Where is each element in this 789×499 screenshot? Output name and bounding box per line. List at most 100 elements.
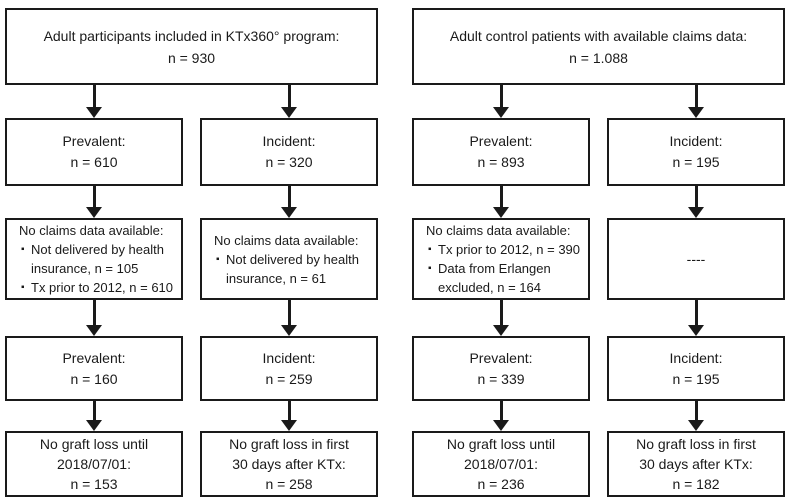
exclusion-bullet-text: Tx prior to 2012, n = 390 — [438, 242, 581, 257]
stage-label: Incident: — [262, 349, 316, 366]
exclusion-bullet: ▪ Tx prior to 2012, n = 610 — [19, 278, 177, 297]
outcome-line: No graft loss until — [39, 436, 149, 452]
arrow-down-icon — [493, 186, 509, 218]
box-control-prevalent-initial: Prevalent: n = 893 — [412, 118, 590, 186]
box-control-prevalent-outcome: No graft loss until 2018/07/01: n = 236 — [412, 431, 590, 497]
outcome-count: n = 182 — [672, 476, 720, 492]
box-control-incident-exclusion-empty: ---- — [607, 218, 785, 300]
box-ktx360-incident-outcome: No graft loss in first 30 days after KTx… — [200, 431, 378, 497]
exclusion-title: No claims data available: — [214, 232, 359, 248]
row-after-exclusion: Prevalent: n = 160 Incident: n = 259 — [5, 336, 378, 401]
box-source-control: Adult control patients with available cl… — [412, 8, 785, 85]
bullet-icon: ▪ — [21, 282, 25, 293]
source-label: Adult participants included in KTx360° p… — [43, 27, 340, 44]
arrow-down-icon — [281, 186, 297, 218]
exclusion-bullet-text: Not delivered by health insurance, n = 1… — [31, 242, 164, 276]
arrow-down-icon — [86, 300, 102, 336]
bullet-icon: ▪ — [21, 244, 25, 255]
arrow-down-icon — [493, 300, 509, 336]
arrow-down-icon — [688, 85, 704, 118]
box-ktx360-prevalent-outcome: No graft loss until 2018/07/01: n = 153 — [5, 431, 183, 497]
row-exclusion: No claims data available: ▪ Tx prior to … — [412, 218, 785, 300]
stage-label: Incident: — [669, 133, 723, 149]
arrow-row — [5, 300, 378, 336]
arrow-row — [412, 401, 785, 431]
box-ktx360-incident-after: Incident: n = 259 — [200, 336, 378, 401]
stage-count: n = 320 — [265, 154, 313, 170]
arrow-down-icon — [688, 401, 704, 431]
arrow-down-icon — [688, 186, 704, 218]
source-label: Adult control patients with available cl… — [449, 27, 748, 44]
arrow-down-icon — [281, 300, 297, 336]
bullet-icon: ▪ — [428, 263, 432, 274]
box-ktx360-incident-exclusion: No claims data available: ▪ Not delivere… — [200, 218, 378, 300]
box-control-prevalent-exclusion: No claims data available: ▪ Tx prior to … — [412, 218, 590, 300]
arrow-down-icon — [493, 85, 509, 118]
group-control: Adult control patients with available cl… — [412, 8, 785, 497]
exclusion-bullet-text: Not delivered by health insurance, n = 6… — [226, 251, 359, 286]
outcome-count: n = 258 — [265, 476, 313, 492]
stage-label: Prevalent: — [469, 133, 533, 149]
box-control-incident-outcome: No graft loss in first 30 days after KTx… — [607, 431, 785, 497]
outcome-line: No graft loss in first — [636, 436, 756, 452]
row-outcome: No graft loss until 2018/07/01: n = 153 … — [5, 431, 378, 497]
exclusion-bullet-text: Tx prior to 2012, n = 610 — [31, 280, 174, 295]
source-count: n = 1.088 — [569, 49, 628, 66]
stage-count: n = 610 — [70, 154, 118, 170]
stage-label: Incident: — [262, 133, 316, 149]
box-ktx360-prevalent-initial: Prevalent: n = 610 — [5, 118, 183, 186]
outcome-line: 2018/07/01: — [57, 456, 131, 472]
box-ktx360-prevalent-exclusion: No claims data available: ▪ Not delivere… — [5, 218, 183, 300]
outcome-count: n = 153 — [70, 476, 118, 492]
stage-count: n = 195 — [672, 154, 720, 170]
stage-count: n = 195 — [672, 370, 720, 387]
exclusion-bullet: ▪ Not delivered by health insurance, n =… — [214, 250, 372, 288]
stage-label: Incident: — [669, 349, 723, 366]
exclusion-title: No claims data available: — [19, 223, 164, 238]
bullet-icon: ▪ — [216, 253, 220, 265]
exclusion-bullet: ▪ Tx prior to 2012, n = 390 — [426, 240, 584, 259]
arrow-down-icon — [281, 401, 297, 431]
source-count: n = 930 — [167, 49, 216, 66]
stage-label: Prevalent: — [469, 349, 533, 366]
arrow-row — [412, 85, 785, 118]
stage-label: Prevalent: — [62, 133, 126, 149]
box-ktx360-prevalent-after: Prevalent: n = 160 — [5, 336, 183, 401]
outcome-line: 30 days after KTx: — [232, 456, 346, 472]
arrow-down-icon — [86, 401, 102, 431]
box-source-ktx360: Adult participants included in KTx360° p… — [5, 8, 378, 85]
row-outcome: No graft loss until 2018/07/01: n = 236 … — [412, 431, 785, 497]
stage-label: Prevalent: — [62, 349, 126, 366]
box-control-incident-after: Incident: n = 195 — [607, 336, 785, 401]
row-exclusion: No claims data available: ▪ Not delivere… — [5, 218, 378, 300]
group-ktx360: Adult participants included in KTx360° p… — [5, 8, 378, 497]
placeholder-dashes: ---- — [686, 250, 706, 267]
exclusion-bullet: ▪ Not delivered by health insurance, n =… — [19, 240, 177, 278]
arrow-down-icon — [493, 401, 509, 431]
box-control-prevalent-after: Prevalent: n = 339 — [412, 336, 590, 401]
bullet-icon: ▪ — [428, 244, 432, 255]
outcome-count: n = 236 — [477, 476, 525, 492]
stage-count: n = 259 — [265, 370, 313, 387]
exclusion-bullet-text: Data from Erlangen excluded, n = 164 — [438, 261, 551, 295]
outcome-line: 2018/07/01: — [464, 456, 538, 472]
box-control-incident-initial: Incident: n = 195 — [607, 118, 785, 186]
row-initial: Prevalent: n = 893 Incident: n = 195 — [412, 118, 785, 186]
arrow-row — [5, 401, 378, 431]
arrow-row — [5, 186, 378, 218]
outcome-line: No graft loss in first — [229, 436, 349, 452]
box-ktx360-incident-initial: Incident: n = 320 — [200, 118, 378, 186]
arrow-down-icon — [688, 300, 704, 336]
exclusion-title: No claims data available: — [426, 223, 571, 238]
outcome-line: No graft loss until — [446, 436, 556, 452]
row-after-exclusion: Prevalent: n = 339 Incident: n = 195 — [412, 336, 785, 401]
arrow-down-icon — [86, 85, 102, 118]
outcome-line: 30 days after KTx: — [639, 456, 753, 472]
arrow-down-icon — [86, 186, 102, 218]
stage-count: n = 893 — [477, 154, 525, 170]
exclusion-bullet: ▪ Data from Erlangen excluded, n = 164 — [426, 259, 584, 297]
arrow-row — [412, 186, 785, 218]
row-initial: Prevalent: n = 610 Incident: n = 320 — [5, 118, 378, 186]
arrow-row — [412, 300, 785, 336]
